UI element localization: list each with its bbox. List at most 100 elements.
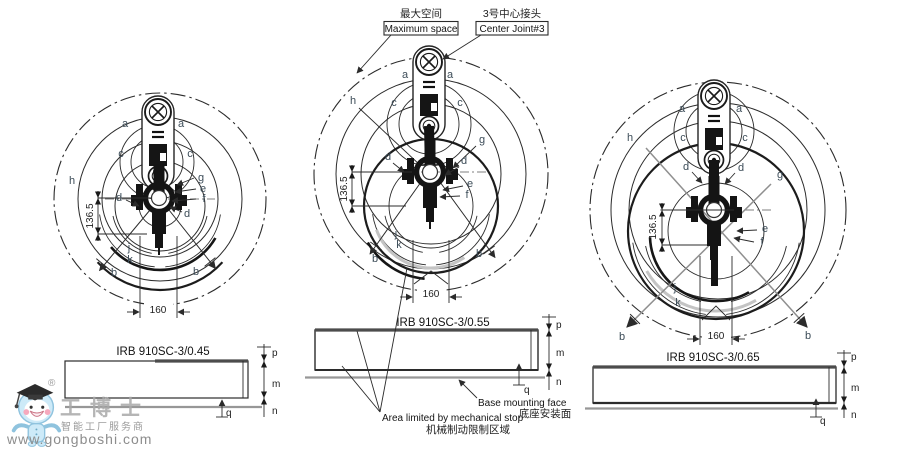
side-view-065: IRB 910SC-3/0.65 p m n q [585,350,859,427]
label-a: a [122,118,129,130]
robot-top-view-045 [131,94,187,255]
arm-limit-lines-045 [95,209,216,272]
label-p: p [272,348,278,359]
max-space-leader [356,34,392,74]
dim-1365-d1: 136.5 [85,203,96,228]
label-j: j [394,228,397,240]
label-f: f [760,236,764,248]
base-width-dimension-045: 160 [127,236,190,318]
center-joint-leader [442,34,482,60]
label-m: m [272,379,280,390]
center-joint-label-en: Center Joint#3 [479,24,544,35]
label-q: q [820,416,826,427]
label-a: a [736,103,743,115]
center-joint-box [475,20,549,36]
workspace-diagram-045: 160 136.5 a a c c h d d g e f j k b b [53,92,267,318]
model-title-045: IRB 910SC-3/0.45 [116,346,209,358]
base-mounting-label-en: Base mounting face [478,398,567,409]
q-dimension-045: q [216,399,232,419]
mech-stop-callout: Area limited by mechanical stop 机械制动限制区域 [341,267,524,436]
limit-arcs-045 [96,214,224,291]
area-limited-label-zh: 机械制动限制区域 [426,423,510,436]
label-d: d [184,208,190,220]
label-n: n [272,406,278,417]
label-b: b [805,330,811,342]
offset-dimension-065: 136.5 [648,203,734,252]
pmn-dimension-065: p m n [837,350,859,421]
label-b: b [193,266,199,278]
side-view-045: IRB 910SC-3/0.45 p m n q [64,344,280,419]
label-n: n [556,377,562,388]
label-a: a [402,69,409,81]
label-m: m [556,348,564,359]
side-view-055: IRB 910SC-3/0.55 p m n q Area limited by… [305,267,572,436]
point-labels-055: a a c c h d d g e f j k b b [350,69,485,265]
label-g: g [479,134,485,146]
label-d: d [116,192,122,204]
q-dimension-065: q [810,398,826,427]
point-labels-045: a a c c h d d g e f j k b b [69,118,207,279]
label-n: n [851,410,857,421]
model-title-065: IRB 910SC-3/0.65 [666,352,759,364]
offset-dimension-045: 136.5 [85,191,152,241]
dim-1365-d2: 136.5 [339,176,350,201]
label-c: c [187,148,193,160]
offset-dimension-055: 136.5 [339,165,412,213]
label-h: h [350,95,356,107]
label-d: d [738,162,744,174]
label-a: a [447,69,454,81]
label-d: d [461,155,467,167]
leader-lines-065 [691,171,758,243]
arm-limit-lines-055 [358,107,496,259]
label-j: j [673,282,676,294]
base-width-dimension-055: 160 [400,240,462,303]
label-c: c [118,148,124,160]
label-k: k [127,254,133,266]
center-joint-label-zh: 3号中心接头 [483,7,541,20]
robot-top-view-065 [686,78,742,321]
workspace-diagram-065: 160 136.5 a a c c h d d g e f j k b b [589,78,847,345]
label-e: e [467,178,473,190]
label-d: d [683,161,689,173]
base-width-dimension-065: 160 [687,256,745,345]
q-dimension-055: q [513,363,530,396]
model-title-055: IRB 910SC-3/0.55 [396,317,489,329]
label-f: f [465,189,469,201]
point-labels-065: a a c c h d d g e f j k b b [619,103,811,343]
mascot-icon [11,384,62,447]
leader-lines-055 [392,145,477,201]
max-space-label-en: Maximum space [385,24,458,35]
label-c: c [742,132,748,144]
label-j: j [127,242,130,254]
base-mounting-label-zh: 底座安装面 [519,407,572,420]
label-d: d [385,151,391,163]
label-a: a [679,103,686,115]
label-b: b [476,248,482,260]
label-g: g [777,169,783,181]
label-m: m [851,383,859,394]
label-b: b [111,267,117,279]
robot-top-view-055 [402,44,458,285]
pmn-dimension-055: p m n [542,314,564,390]
label-k: k [396,239,402,251]
label-c: c [680,132,686,144]
label-b: b [372,253,378,265]
arm-limit-lines-065 [626,147,808,328]
label-h: h [627,132,633,144]
area-limited-label-en: Area limited by mechanical stop [382,413,524,424]
label-p: p [556,320,562,331]
label-k: k [675,297,681,309]
gongboshi-logo: ® 工博士 智能工厂服务商 www.gongboshi.com [4,374,194,456]
registered-mark: ® [48,378,56,389]
brand-website: www.gongboshi.com [7,431,153,447]
label-h: h [69,175,75,187]
dim-160-d3: 160 [708,331,725,342]
label-c: c [457,97,463,109]
brand-tagline: 智能工厂服务商 [61,422,145,433]
dim-1365-d3: 136.5 [648,214,659,239]
label-g: g [198,172,204,184]
top-callouts: 最大空间 Maximum space 3号中心接头 Center Joint#3 [356,7,549,74]
leader-lines-045 [125,177,197,213]
max-space-box [383,20,459,36]
